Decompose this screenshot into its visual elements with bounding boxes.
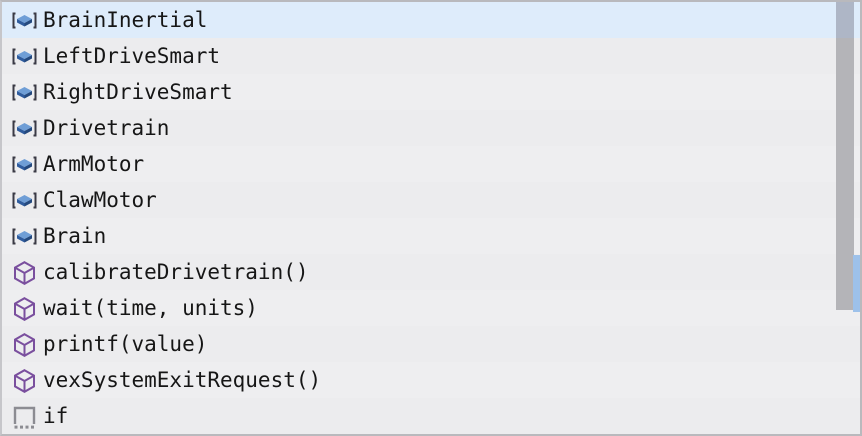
object-variable-icon: [11, 7, 38, 34]
keyword-snippet-icon: [11, 403, 38, 430]
scroll-edge-accent-marker: [853, 255, 860, 312]
function-cube-icon: [11, 259, 38, 286]
suggestion-row[interactable]: printf(value): [2, 326, 860, 362]
scrollbar-track[interactable]: [836, 2, 854, 434]
object-variable-icon: [11, 187, 38, 214]
suggestion-row[interactable]: vexSystemExitRequest(): [2, 362, 860, 398]
suggestion-label: ClawMotor: [43, 188, 157, 212]
suggestion-row[interactable]: RightDriveSmart: [2, 74, 860, 110]
object-variable-icon: [11, 79, 38, 106]
suggestion-row[interactable]: Brain: [2, 218, 860, 254]
suggestion-label: Brain: [43, 224, 107, 248]
suggestion-row[interactable]: ArmMotor: [2, 146, 860, 182]
suggestion-row[interactable]: calibrateDrivetrain(): [2, 254, 860, 290]
suggestion-label: vexSystemExitRequest(): [43, 368, 322, 392]
suggestion-row[interactable]: wait(time, units): [2, 290, 860, 326]
suggestion-label: RightDriveSmart: [43, 80, 233, 104]
suggestion-row[interactable]: BrainInertial: [2, 2, 860, 38]
scrollbar-thumb[interactable]: [836, 2, 854, 310]
suggestion-label: printf(value): [43, 332, 208, 356]
suggestion-label: ArmMotor: [43, 152, 145, 176]
function-cube-icon: [11, 295, 38, 322]
suggestion-row[interactable]: if: [2, 398, 860, 434]
object-variable-icon: [11, 151, 38, 178]
suggestion-row[interactable]: Drivetrain: [2, 110, 860, 146]
suggestion-label: if: [43, 404, 69, 428]
suggestion-label: LeftDriveSmart: [43, 44, 221, 68]
scrollbar-thumb-highlight-overlay: [836, 2, 854, 38]
function-cube-icon: [11, 367, 38, 394]
function-cube-icon: [11, 331, 38, 358]
suggestion-label: Drivetrain: [43, 116, 170, 140]
object-variable-icon: [11, 223, 38, 250]
suggestion-label: calibrateDrivetrain(): [43, 260, 309, 284]
suggestion-label: BrainInertial: [43, 8, 208, 32]
object-variable-icon: [11, 43, 38, 70]
suggestion-row[interactable]: ClawMotor: [2, 182, 860, 218]
suggestion-label: wait(time, units): [43, 296, 258, 320]
object-variable-icon: [11, 115, 38, 142]
suggestion-row[interactable]: LeftDriveSmart: [2, 38, 860, 74]
